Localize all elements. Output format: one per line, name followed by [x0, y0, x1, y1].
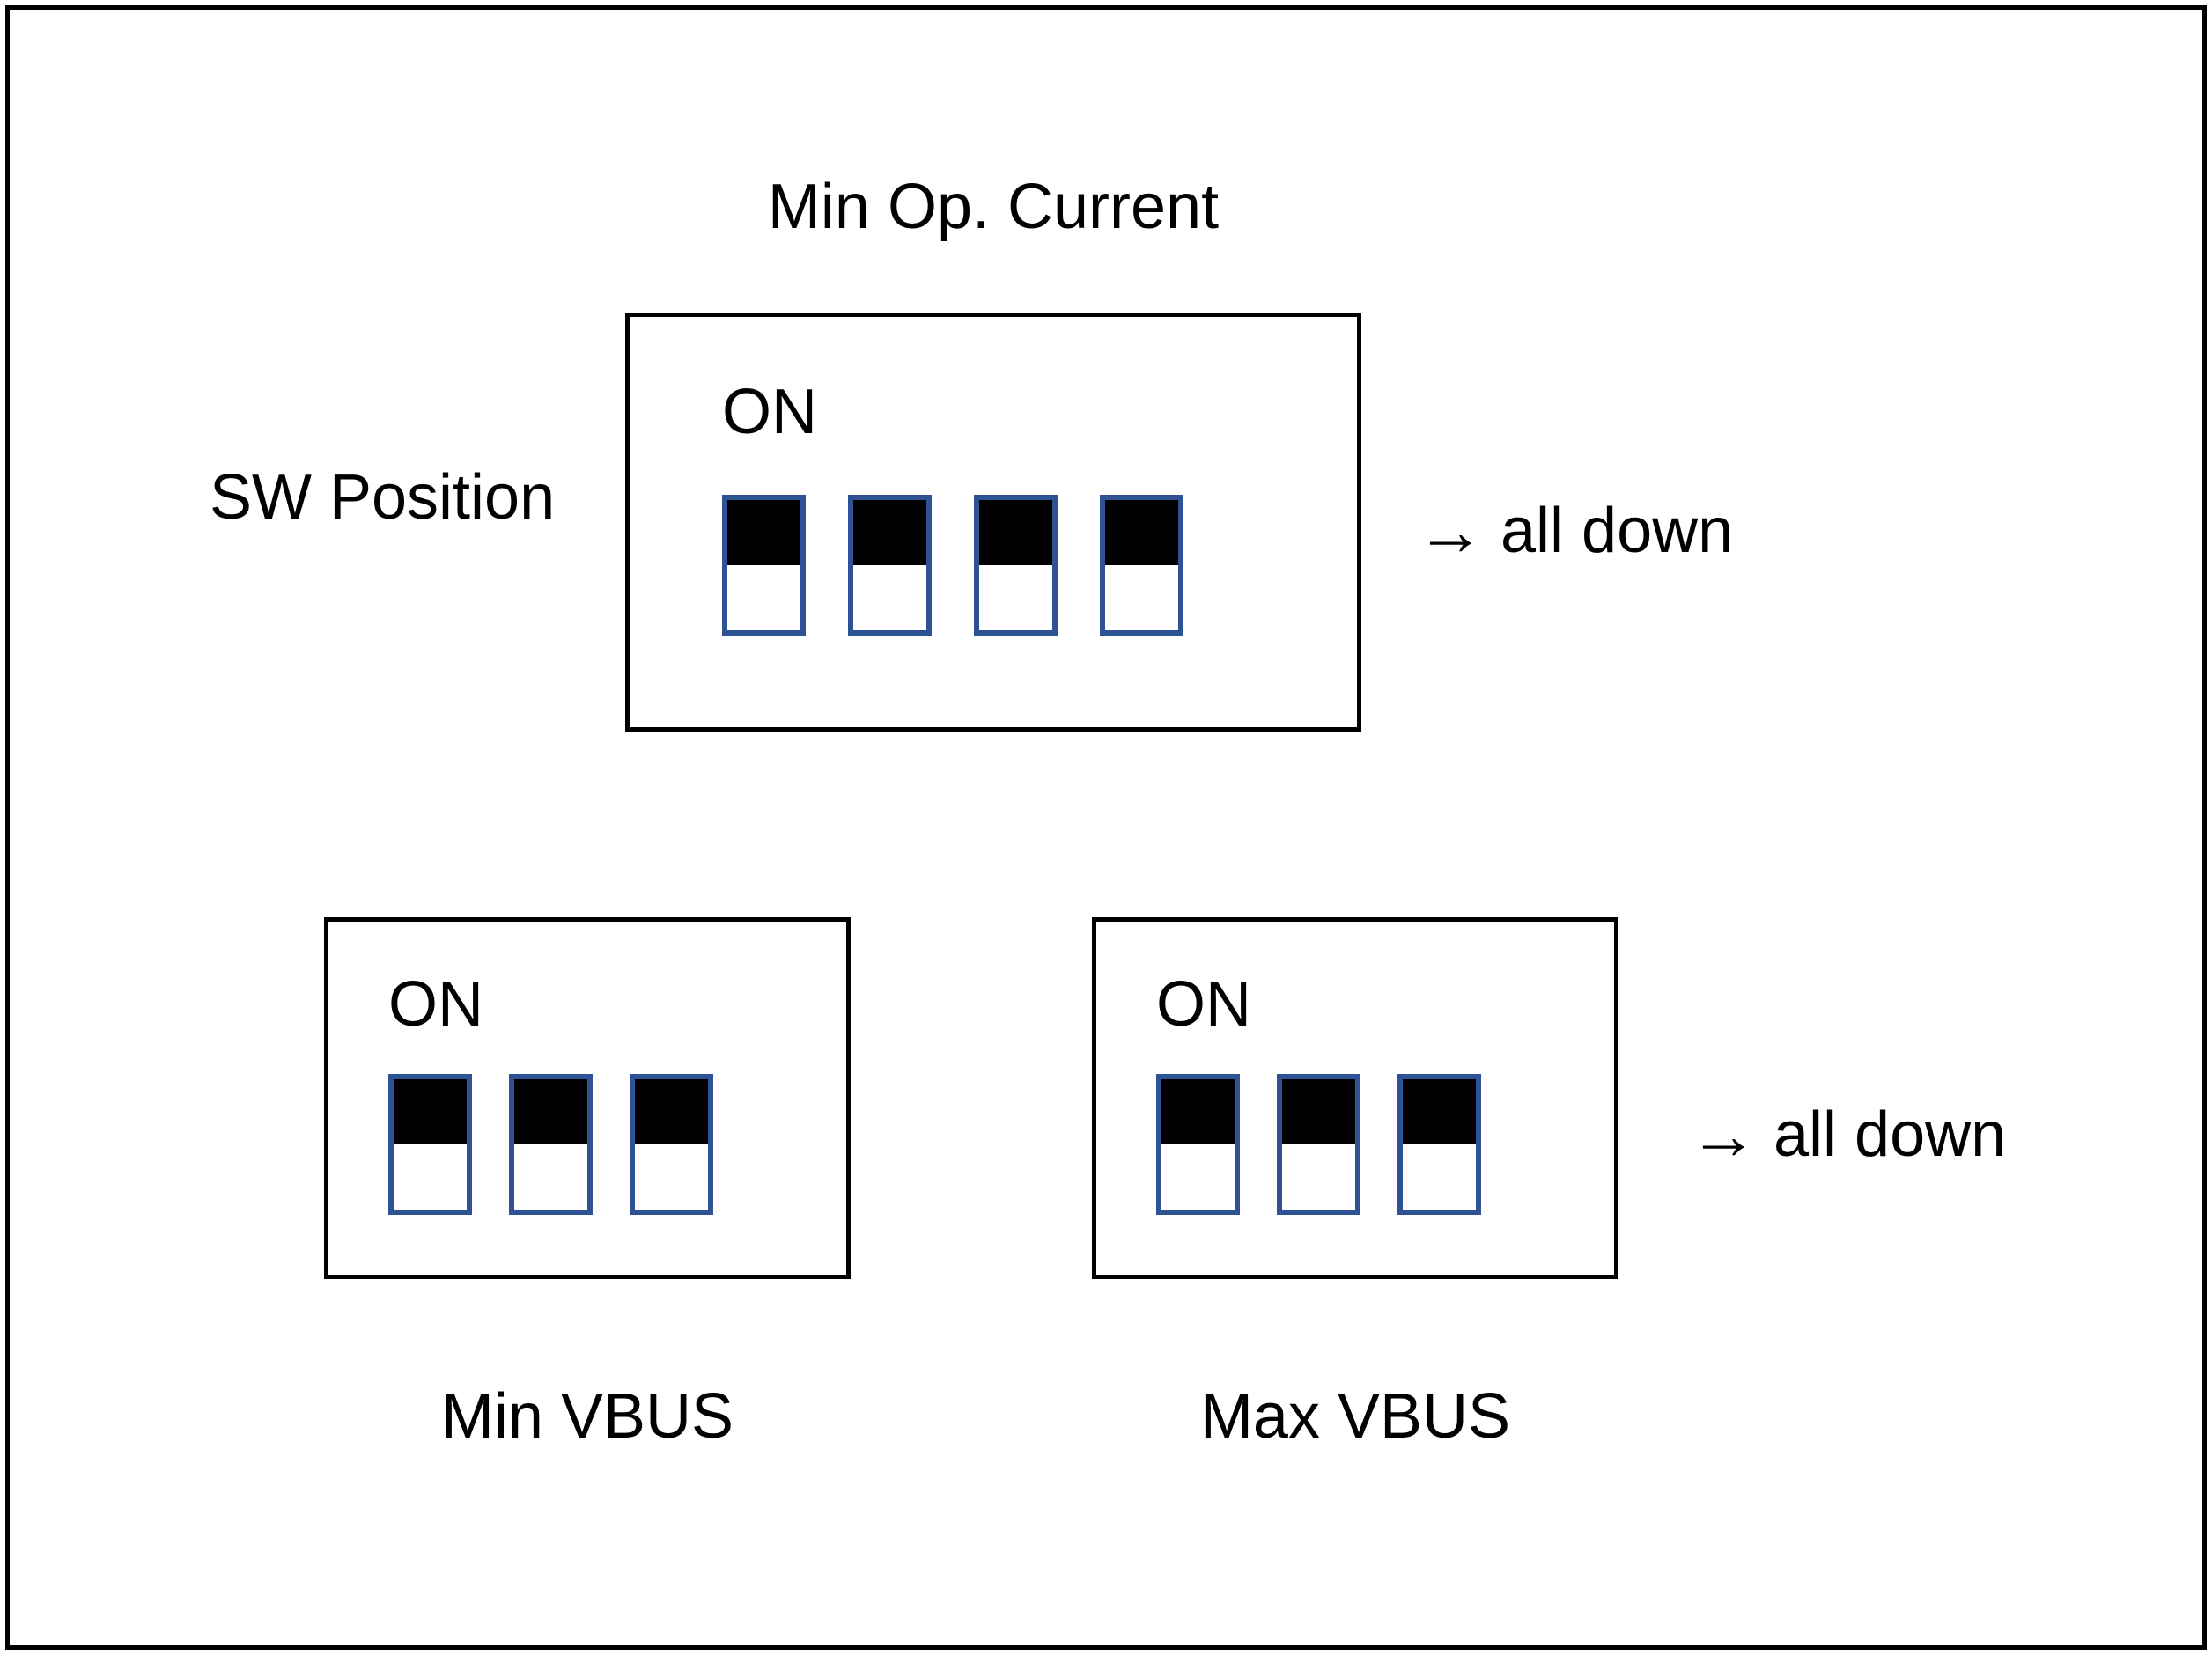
switch-lever-icon [853, 500, 926, 565]
switch-block-min-op-current: ON [625, 313, 1361, 732]
switch-slot [394, 1144, 467, 1210]
dip-switch-1[interactable] [1156, 1074, 1240, 1215]
annotation-max-vbus: → all down [1689, 1099, 2006, 1171]
label-min-vbus: Min VBUS [440, 1381, 734, 1452]
switch-row [388, 1074, 713, 1215]
annotation-min-op-current: → all down [1416, 495, 1733, 567]
dip-switch-2[interactable] [1277, 1074, 1360, 1215]
switch-lever-icon [394, 1079, 467, 1144]
switch-slot [1282, 1144, 1355, 1210]
dip-switch-2[interactable] [509, 1074, 593, 1215]
switch-slot [514, 1144, 587, 1210]
title-min-op-current: Min Op. Current [767, 172, 1220, 242]
dip-switch-1[interactable] [722, 495, 806, 636]
on-label: ON [722, 377, 817, 447]
switch-block-max-vbus: ON [1092, 917, 1618, 1279]
switch-lever-icon [635, 1079, 708, 1144]
figure-outer-border [5, 5, 2207, 1650]
switch-lever-icon [1282, 1079, 1355, 1144]
switch-slot [635, 1144, 708, 1210]
dip-switch-1[interactable] [388, 1074, 472, 1215]
dip-switch-3[interactable] [630, 1074, 713, 1215]
switch-lever-icon [1403, 1079, 1476, 1144]
switch-slot [1105, 565, 1178, 630]
switch-block-min-vbus: ON [324, 917, 851, 1279]
on-label: ON [388, 969, 483, 1040]
switch-slot [727, 565, 800, 630]
arrow-right-icon: → [1416, 492, 1485, 570]
on-label: ON [1156, 969, 1251, 1040]
switch-lever-icon [727, 500, 800, 565]
dip-switch-3[interactable] [974, 495, 1058, 636]
switch-row [722, 495, 1183, 636]
switch-slot [979, 565, 1052, 630]
switch-slot [1161, 1144, 1235, 1210]
dip-switch-2[interactable] [848, 495, 932, 636]
dip-switch-4[interactable] [1100, 495, 1183, 636]
switch-slot [853, 565, 926, 630]
arrow-right-icon: → [1689, 1096, 1758, 1173]
annotation-text: all down [1773, 1100, 2007, 1170]
switch-lever-icon [979, 500, 1052, 565]
switch-lever-icon [1105, 500, 1178, 565]
switch-lever-icon [1161, 1079, 1235, 1144]
switch-row [1156, 1074, 1481, 1215]
annotation-text: all down [1500, 496, 1734, 566]
switch-slot [1403, 1144, 1476, 1210]
dip-switch-3[interactable] [1397, 1074, 1481, 1215]
switch-lever-icon [514, 1079, 587, 1144]
label-max-vbus: Max VBUS [1199, 1381, 1511, 1452]
label-sw-position: SW Position [210, 462, 556, 533]
